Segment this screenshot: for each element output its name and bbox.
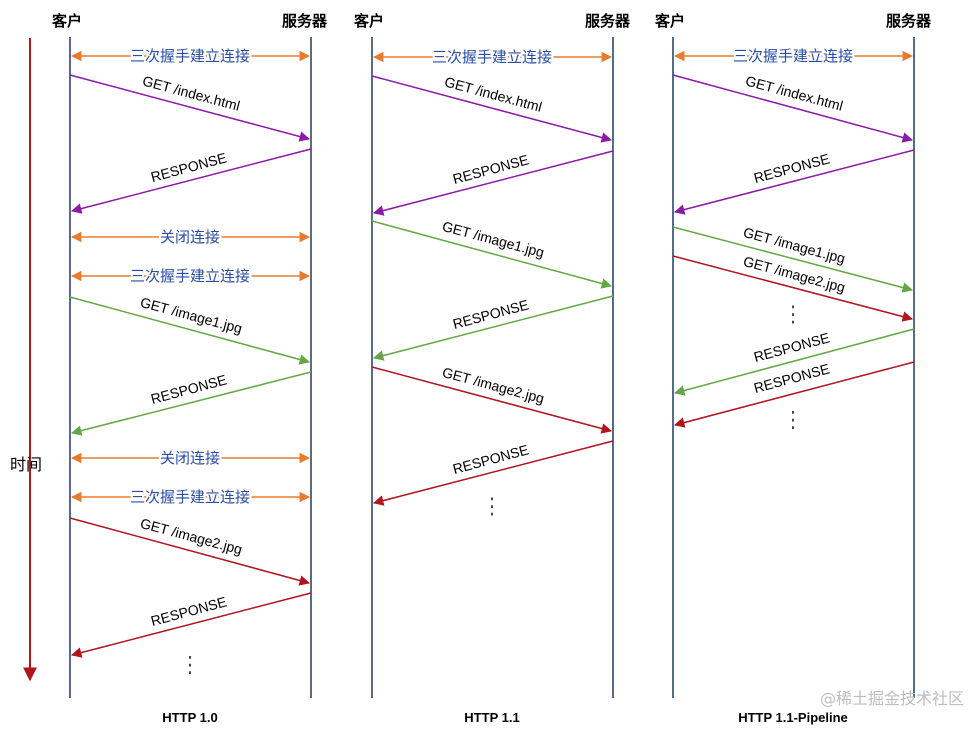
client-label: 客户 (51, 12, 82, 30)
ellipsis: ⋮ (786, 408, 800, 433)
response-label-image2: RESPONSE (752, 360, 831, 396)
response-label-index: RESPONSE (752, 150, 831, 186)
request-arrow-image2 (371, 366, 613, 434)
request-arrow-index (371, 75, 613, 143)
request-arrow-image1 (672, 226, 914, 293)
response-arrow-image1 (372, 295, 614, 361)
server-label: 服务器 (282, 12, 328, 30)
close-label: 关闭连接 (160, 228, 220, 246)
ellipsis: ⋮ (485, 494, 499, 519)
request-arrow-image1 (69, 296, 311, 365)
request-arrow-image1 (371, 220, 613, 289)
handshake-label: 三次握手建立连接 (733, 47, 853, 65)
response-arrow-index (673, 149, 915, 215)
panel-caption: HTTP 1.1-Pipeline (738, 710, 848, 725)
response-arrow-image1 (70, 371, 312, 436)
response-label-image2: RESPONSE (149, 593, 228, 629)
response-label-image1: RESPONSE (149, 371, 228, 407)
response-arrow-image1 (673, 328, 915, 396)
ellipsis: ⋮ (183, 653, 197, 678)
handshake-label: 三次握手建立连接 (130, 267, 250, 285)
response-label-index: RESPONSE (451, 151, 530, 187)
response-arrow-image2 (372, 440, 614, 506)
response-label-image1: RESPONSE (752, 329, 831, 365)
request-arrow-index (672, 74, 914, 143)
client-label: 客户 (654, 12, 685, 30)
request-arrow-image2 (69, 517, 311, 586)
response-label-image1: RESPONSE (451, 296, 530, 332)
panel-http-1-1: 客户 服务器 三次握手建立连接 GET /index.html RESPONSE… (353, 12, 631, 725)
response-arrow-image2 (70, 592, 312, 658)
request-arrow-index (69, 74, 311, 142)
response-arrow-index (372, 150, 614, 216)
server-label: 服务器 (585, 12, 631, 30)
server-label: 服务器 (886, 12, 932, 30)
response-label-image2: RESPONSE (451, 441, 530, 477)
panel-caption: HTTP 1.0 (162, 710, 217, 725)
request-arrow-image2 (672, 255, 914, 322)
panel-http-1-0: 客户 服务器 三次握手建立连接 GET /index.html RESPONSE… (51, 12, 328, 725)
handshake-label: 三次握手建立连接 (130, 488, 250, 506)
handshake-label: 三次握手建立连接 (432, 48, 552, 66)
watermark: @稀土掘金技术社区 (820, 689, 964, 708)
panel-http-1-1-pipeline: 客户 服务器 三次握手建立连接 GET /index.html RESPONSE… (654, 12, 932, 725)
time-axis-label: 时间 (10, 455, 42, 474)
response-label-index: RESPONSE (149, 149, 228, 185)
response-arrow-index (70, 148, 312, 214)
close-label: 关闭连接 (160, 449, 220, 467)
client-label: 客户 (353, 12, 384, 30)
panel-caption: HTTP 1.1 (464, 710, 519, 725)
ellipsis: ⋮ (786, 302, 800, 327)
handshake-label: 三次握手建立连接 (130, 47, 250, 65)
response-arrow-image2 (673, 361, 915, 428)
